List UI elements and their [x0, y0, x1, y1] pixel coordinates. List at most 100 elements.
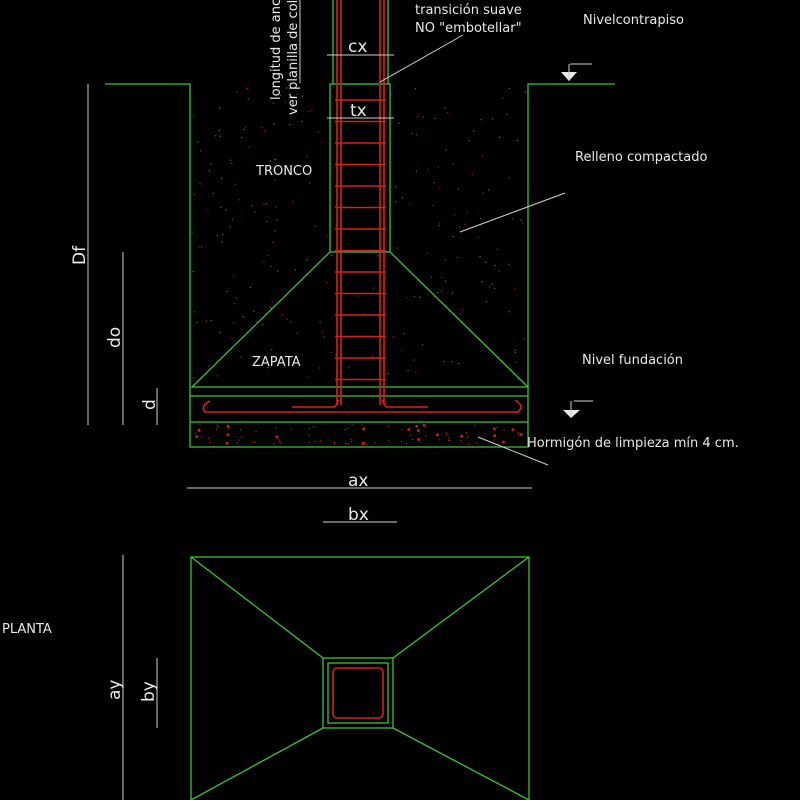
fill-speck — [272, 102, 275, 104]
lean-concrete-speck — [226, 433, 230, 437]
lean-concrete-speck — [319, 440, 321, 442]
lean-concrete-speck — [460, 439, 462, 442]
fill-speck — [514, 349, 516, 351]
fill-speck — [422, 116, 424, 118]
fill-speck — [452, 235, 455, 238]
fill-speck — [480, 119, 482, 121]
fill-speck — [219, 135, 222, 137]
fill-speck — [254, 211, 256, 213]
lean-concrete-speck — [308, 428, 310, 430]
fill-speck — [210, 163, 212, 165]
fill-speck — [498, 136, 501, 139]
lean-concrete-speck — [350, 440, 353, 443]
fill-speck — [263, 130, 266, 132]
fill-speck — [297, 173, 299, 175]
lean-concrete-speck — [493, 440, 495, 442]
fill-speck — [191, 231, 193, 233]
fill-speck — [263, 260, 265, 263]
fill-speck — [296, 93, 298, 96]
fill-speck — [508, 263, 510, 266]
lean-concrete-speck — [445, 432, 448, 434]
fill-speck — [426, 252, 428, 255]
fill-speck — [292, 96, 295, 98]
fill-speck — [484, 261, 487, 264]
fill-speck — [267, 366, 269, 369]
fill-speck — [417, 115, 419, 117]
fill-speck — [207, 209, 209, 211]
lean-concrete-speck — [361, 424, 363, 426]
fill-speck — [234, 183, 237, 186]
fill-speck — [323, 336, 326, 338]
lean-concrete-speck — [465, 431, 468, 434]
fill-speck — [440, 290, 443, 292]
level-foundation-label: Nivel fundación — [582, 353, 683, 368]
fill-speck — [229, 159, 232, 161]
lean-concrete-speck — [400, 440, 403, 443]
fill-speck — [226, 290, 228, 293]
fill-speck — [330, 351, 333, 354]
fill-speck — [459, 226, 461, 229]
fill-speck — [438, 187, 440, 189]
fill-speck — [210, 319, 213, 322]
fill-speck — [514, 287, 516, 290]
lean-concrete-speck — [493, 434, 497, 438]
fill-speck — [461, 309, 464, 311]
fill-speck — [401, 349, 403, 352]
fill-speck — [488, 286, 491, 288]
fill-speck — [522, 222, 524, 224]
fill-speck — [225, 209, 227, 211]
lean-concrete-speck — [416, 428, 420, 432]
fill-speck — [216, 234, 219, 237]
lean-concrete-speck — [501, 440, 505, 444]
lean-concrete-speck — [195, 435, 199, 439]
lean-concrete-speck — [365, 443, 368, 446]
dim-tx: tx — [350, 101, 367, 121]
fill-speck — [422, 344, 424, 346]
fill-speck — [508, 311, 511, 313]
fill-speck — [235, 297, 237, 299]
fill-speck — [247, 146, 250, 148]
fill-speck — [444, 107, 446, 109]
lean-concrete-speck — [415, 424, 419, 428]
fill-speck — [262, 324, 264, 326]
lean-concrete-speck — [209, 441, 211, 444]
fill-speck — [265, 202, 268, 205]
fill-speck — [494, 287, 496, 290]
fill-speck — [270, 265, 272, 268]
fill-speck — [193, 193, 196, 196]
level-symbol-floor — [561, 63, 592, 81]
dim-bx: bx — [348, 505, 369, 525]
fill-speck — [437, 166, 439, 168]
fill-speck — [512, 218, 514, 220]
lean-concrete-speck — [241, 435, 243, 438]
lean-concrete-speck — [374, 442, 376, 444]
trunk-outline — [329, 83, 391, 253]
fill-speck — [256, 320, 258, 323]
fill-speck — [277, 270, 279, 273]
plan-view — [190, 556, 530, 800]
level-symbol-foundation — [563, 400, 593, 418]
fill-speck — [192, 376, 194, 379]
lean-concrete-speck — [361, 441, 365, 445]
lean-concrete-speck — [460, 434, 464, 438]
anchor-length-note: ver planilla de colu — [286, 0, 301, 115]
fill-speck — [229, 226, 231, 228]
fill-speck — [321, 141, 323, 144]
fill-speck — [301, 120, 303, 123]
fill-speck — [407, 370, 409, 372]
fill-speck — [321, 331, 324, 334]
fill-speck — [471, 173, 474, 176]
lean-concrete-speck — [492, 427, 496, 431]
fill-speck — [477, 236, 479, 239]
fill-label: Relleno compactado — [575, 150, 707, 165]
fill-speck — [427, 293, 429, 296]
lean-concrete-speck — [239, 429, 242, 431]
fill-speck — [286, 318, 288, 320]
lean-concrete-speck — [447, 437, 450, 439]
fill-speck — [415, 371, 417, 374]
lean-concrete-speck — [278, 438, 280, 440]
fill-speck — [437, 291, 439, 294]
fill-speck — [414, 88, 417, 90]
fill-speck — [273, 123, 275, 125]
fill-speck — [444, 259, 447, 262]
